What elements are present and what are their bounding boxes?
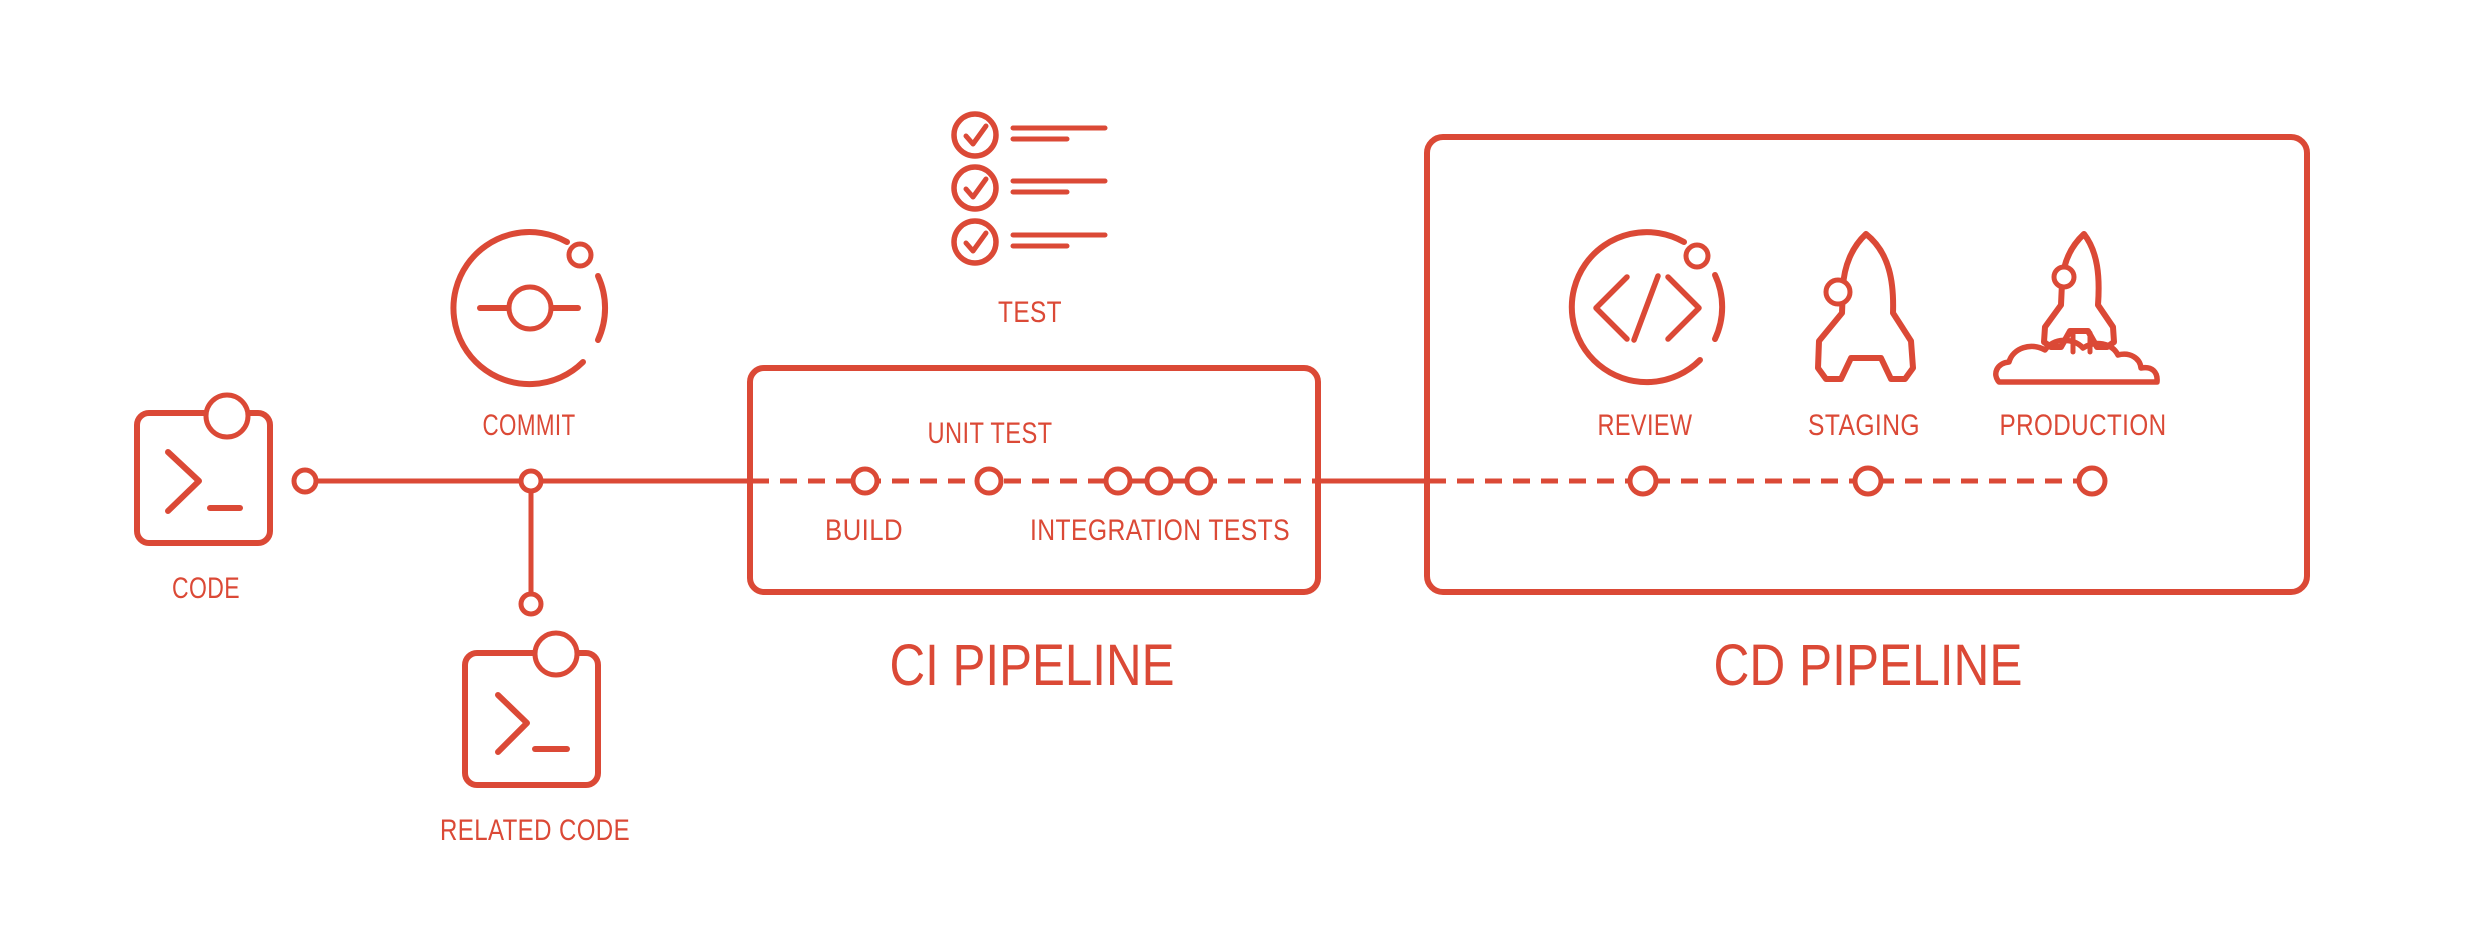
code-label: CODE [172,572,240,605]
review-orbit-arc-right [1712,272,1726,342]
commit-center-circle [506,284,554,332]
review-slash [1631,273,1661,343]
unit-test-label: UNIT TEST [928,417,1053,450]
staging-label: STAGING [1808,409,1920,442]
node-production [2076,465,2108,497]
checkmark-icon [963,176,989,200]
check-circle-icon [951,164,999,212]
review-orbit-arc [1568,229,1703,386]
production-smoke-cloud [1993,337,2160,385]
review-satellite-circle [1683,242,1711,270]
checklist-row-2 [951,164,1108,212]
check-circle-icon [951,218,999,266]
commit-label: COMMIT [483,409,576,442]
check-circle-icon [951,111,999,159]
cd-pipeline-title: CD PIPELINE [1714,633,2023,698]
ci-pipeline-box [747,365,1321,595]
node-unit-test [974,466,1004,496]
code-prompt-chevron [165,449,202,514]
checkmark-icon [963,123,989,147]
ci-pipeline-title: CI PIPELINE [890,633,1175,698]
test-checklist-icon [951,111,1108,266]
review-code-orbit-icon [1568,229,1726,386]
node-commit-junction [518,468,544,494]
code-terminal-icon [134,392,273,546]
integration-tests-label: INTEGRATION TESTS [1030,514,1290,547]
commit-orbit-icon [450,229,609,388]
stage-labels: CODE COMMIT RELATED CODE TEST UNIT TEST … [172,296,2167,847]
node-review [1627,465,1659,497]
code-box [134,410,273,546]
review-angle-left [1593,274,1630,342]
related-code-box [462,650,601,788]
pipeline-nodes [291,465,2108,617]
staging-rocket-icon [1815,231,1916,382]
staging-rocket-body [1815,231,1916,382]
production-rocket-body [2041,231,2117,350]
node-integration-2 [1144,466,1174,496]
node-build [850,466,880,496]
checklist-row-3 [951,218,1108,266]
production-rocket-launch-icon [1993,231,2160,385]
staging-rocket-window [1823,277,1853,307]
checkmark-icon [963,230,989,254]
node-integration-1 [1103,466,1133,496]
review-angle-right [1665,274,1702,342]
commit-orbit-arc [450,229,586,388]
code-pin-circle [203,392,251,440]
production-rocket-window [2051,264,2077,290]
commit-orbit-arc-right [595,273,609,343]
test-label: TEST [998,296,1062,329]
cd-pipeline-box [1424,134,2310,595]
node-code [291,467,319,495]
related-code-terminal-icon [462,630,601,788]
related-code-prompt-chevron [495,692,530,755]
related-code-pin-circle [532,630,580,678]
pipeline-titles: CI PIPELINE CD PIPELINE [890,633,2023,698]
production-label: PRODUCTION [2000,409,2167,442]
node-related-code [518,591,544,617]
node-staging [1852,465,1884,497]
review-label: REVIEW [1598,409,1693,442]
related-code-label: RELATED CODE [440,814,630,847]
build-label: BUILD [825,514,903,547]
checklist-row-1 [951,111,1108,159]
commit-satellite-circle [566,241,594,269]
node-integration-3 [1184,466,1214,496]
